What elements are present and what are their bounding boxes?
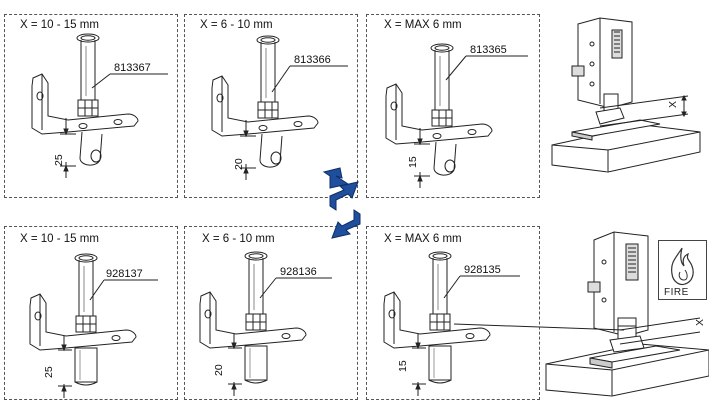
dimension-label: 15 (407, 156, 419, 168)
install-illustration-top (551, 17, 701, 173)
part-number: 813365 (470, 44, 507, 56)
dimension-label: 15 (397, 360, 409, 372)
install-illustration-bottom (453, 231, 709, 397)
part-number: 813366 (294, 54, 331, 66)
panel-top-2 (184, 14, 358, 198)
x-range-label: X = 10 - 15 mm (20, 233, 99, 245)
x-range-label: X = MAX 6 mm (384, 19, 462, 31)
panel-bottom-3 (366, 226, 540, 400)
swap-arrows-icon (322, 167, 361, 239)
dimension-label: 20 (233, 158, 245, 170)
flame-icon (658, 240, 707, 300)
x-range-label: X = 10 - 15 mm (20, 19, 99, 31)
x-dimension-label: X (694, 319, 706, 326)
x-range-label: X = 6 - 10 mm (202, 233, 275, 245)
x-dimension-label: X (667, 101, 679, 108)
dimension-label: 25 (43, 366, 55, 378)
fire-label: FIRE (664, 287, 689, 298)
panel-bottom-2 (184, 226, 358, 400)
part-number: 928137 (106, 268, 143, 280)
panel-bottom-1 (4, 226, 178, 400)
dimension-label: 25 (53, 154, 65, 166)
dimension-label: 20 (213, 364, 225, 376)
panel-top-3 (366, 14, 540, 198)
panel-top-1 (4, 14, 178, 198)
x-range-label: X = 6 - 10 mm (200, 19, 273, 31)
part-number: 928135 (464, 264, 501, 276)
pin-813365 (385, 43, 493, 189)
pin-813367 (31, 33, 139, 179)
x-range-label: X = MAX 6 mm (384, 233, 462, 245)
leader-lines (89, 55, 528, 301)
part-number: 928136 (280, 266, 317, 278)
part-number: 813367 (114, 62, 151, 74)
